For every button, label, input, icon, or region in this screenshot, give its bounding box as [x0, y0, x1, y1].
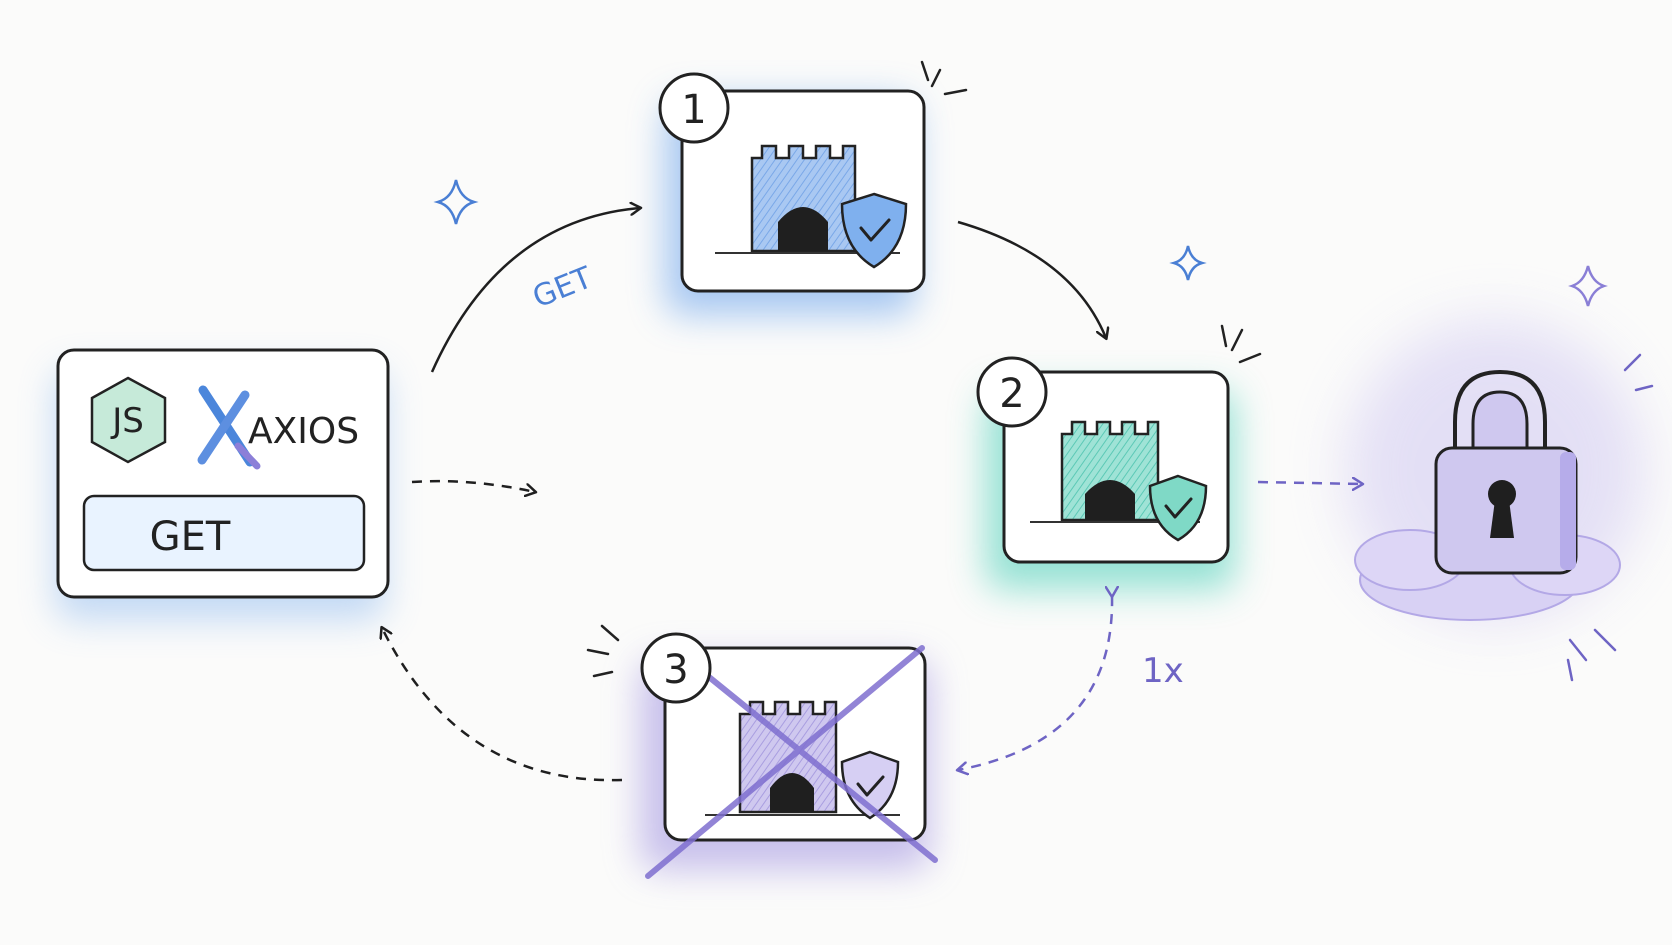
proxy-3-number-badge: 3	[640, 632, 712, 704]
sparkle-icon	[433, 179, 479, 225]
shield-check-icon	[1148, 474, 1208, 542]
get-button[interactable]: GET	[82, 494, 366, 572]
proxy-3-number: 3	[663, 647, 688, 693]
fortress-icon	[1030, 420, 1200, 523]
client-box: JS AXIOS GET	[55, 348, 390, 620]
padlock-group	[1345, 320, 1654, 682]
proxy-2-card: 2	[976, 324, 1262, 590]
axios-label: AXIOS	[248, 411, 359, 452]
sparkle-icon	[1568, 265, 1608, 307]
get-arrow-label: GET	[528, 260, 598, 315]
js-logo-text: JS	[110, 401, 144, 441]
arrow-client-dashed	[411, 479, 535, 492]
proxy-3-activity-marks	[586, 624, 620, 678]
retry-count-label: 1x	[1142, 651, 1184, 691]
arrow-proxy-3-to-client	[382, 628, 623, 782]
proxy-2-number-badge: 2	[976, 356, 1048, 428]
sparkle-icon	[1169, 245, 1207, 281]
proxy-2-activity-marks	[1220, 324, 1262, 364]
proxy-3-card: 3	[586, 624, 938, 879]
padlock-glow-marks	[1566, 353, 1654, 682]
shield-check-icon	[840, 750, 900, 820]
proxy-1-activity-marks	[920, 60, 968, 96]
arrow-client-to-proxy-1	[430, 208, 640, 373]
axios-logo-icon	[197, 385, 261, 470]
proxy-2-number: 2	[999, 371, 1024, 417]
proxy-1-card: 1	[658, 60, 968, 315]
arrow-proxy-1-to-proxy-2	[957, 220, 1106, 338]
js-logo-icon: JS	[90, 376, 167, 464]
shield-check-icon	[840, 192, 908, 269]
arrow-proxy-3-to-proxy-2-retry	[958, 596, 1112, 770]
get-button-label: GET	[150, 514, 231, 560]
proxy-1-number-badge: 1	[658, 72, 730, 144]
padlock-icon	[1434, 369, 1578, 575]
proxy-1-number: 1	[681, 87, 706, 133]
failed-cross-icon	[645, 645, 938, 879]
